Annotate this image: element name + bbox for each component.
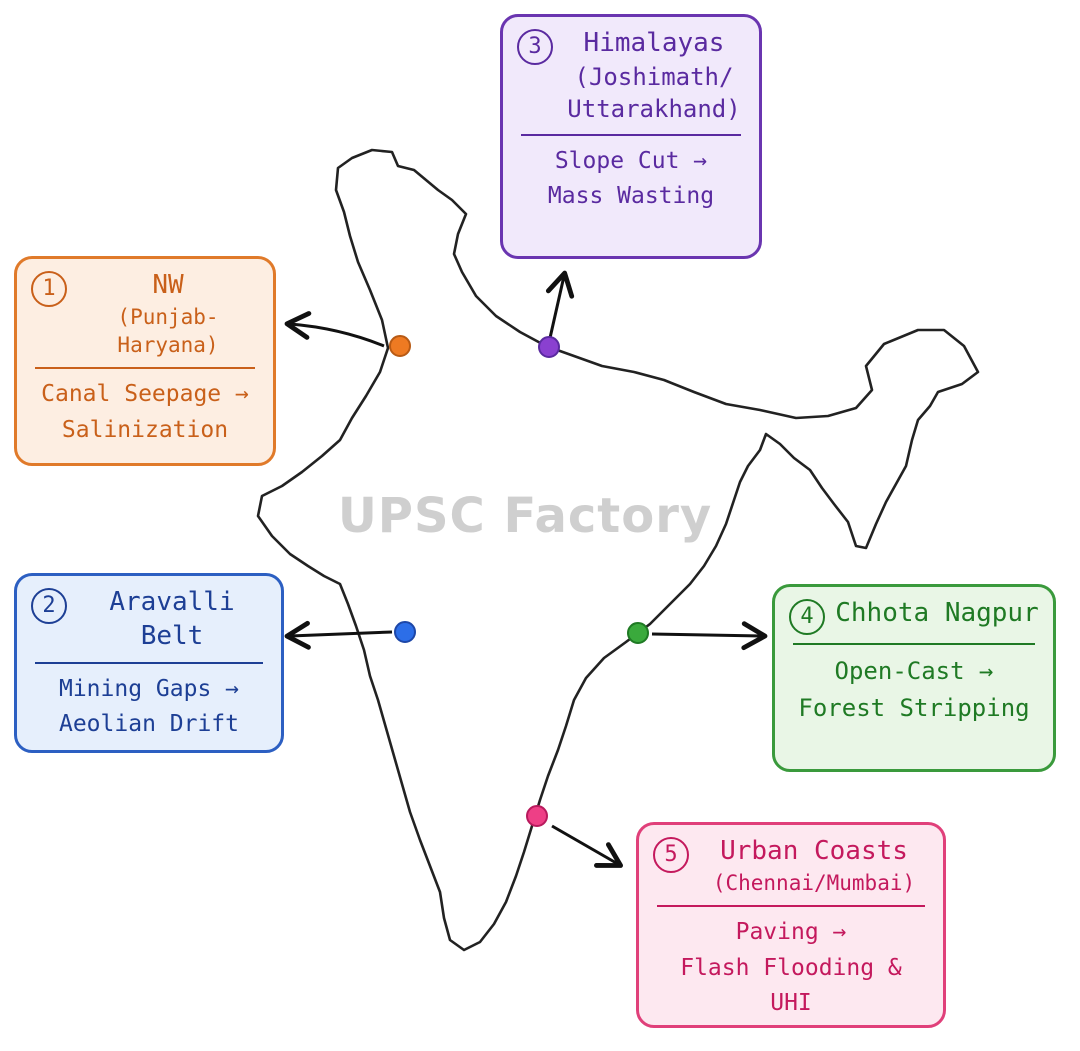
region-card-aravalli: 2 Aravalli Belt Mining Gaps → Aeolian Dr… [14,573,284,753]
region-effect-result: Salinization [61,417,229,444]
divider [35,661,263,664]
region-effect-cause: Open-Cast → [834,657,994,685]
arrow-himalaya [545,270,575,339]
region-effect-cause: Canal Seepage → [41,381,249,408]
region-effect: Slope Cut → Mass Wasting [517,144,745,215]
dot-coast [526,805,548,827]
region-effect-result: Aeolian Drift [58,711,239,738]
region-card-chhota-nagpur: 4 Chhota Nagpur Open-Cast → Forest Strip… [772,584,1056,772]
region-effect-cause: Paving → [735,919,847,946]
region-number-badge: 5 [653,837,689,873]
region-card-nw: 1 NW (Punjab-Haryana) Canal Seepage → Sa… [14,256,276,466]
dot-aravalli [394,621,416,643]
region-number-badge: 3 [517,29,553,65]
divider [521,133,741,136]
watermark: UPSC Factory [337,488,713,544]
region-title: Urban Coasts [720,836,908,866]
divider [793,643,1035,645]
region-title: Chhota Nagpur [835,598,1039,628]
region-effect: Paving → Flash Flooding & UHI [653,915,929,1022]
region-effect: Mining Gaps → Aeolian Drift [31,672,267,743]
region-title: NW [152,270,184,300]
region-subtitle: (Punjab-Haryana) [117,304,219,358]
region-effect-result: Forest Stripping [798,694,1030,723]
region-effect-cause: Mining Gaps → [58,675,239,702]
region-effect: Open-Cast → Forest Stripping [789,653,1039,727]
region-effect-result: Mass Wasting [547,183,715,210]
region-card-himalaya: 3 Himalayas (Joshimath/ Uttarakhand) Slo… [500,14,762,259]
arrow-chhota [651,621,768,651]
region-title: Himalayas [583,28,725,58]
divider [657,905,925,908]
region-number-badge: 4 [789,599,825,635]
dot-nw [389,335,411,357]
dot-chhota [627,622,649,644]
region-title: Aravalli Belt [109,587,235,651]
arrow-aravalli [284,620,393,650]
dot-himalaya [538,336,560,358]
divider [35,367,255,370]
region-number-badge: 1 [31,271,67,307]
region-effect: Canal Seepage → Salinization [31,377,259,448]
region-effect-result: Flash Flooding & UHI [680,954,902,1017]
region-card-urban-coasts: 5 Urban Coasts (Chennai/Mumbai) Paving →… [636,822,946,1028]
region-subtitle: (Chennai/Mumbai) [712,870,916,895]
region-number-badge: 2 [31,588,67,624]
arrow-coast [551,824,623,868]
india-outline [256,148,980,952]
region-effect-cause: Slope Cut → [554,147,708,174]
region-subtitle: (Joshimath/ Uttarakhand) [567,62,741,124]
arrow-nw [284,311,385,348]
